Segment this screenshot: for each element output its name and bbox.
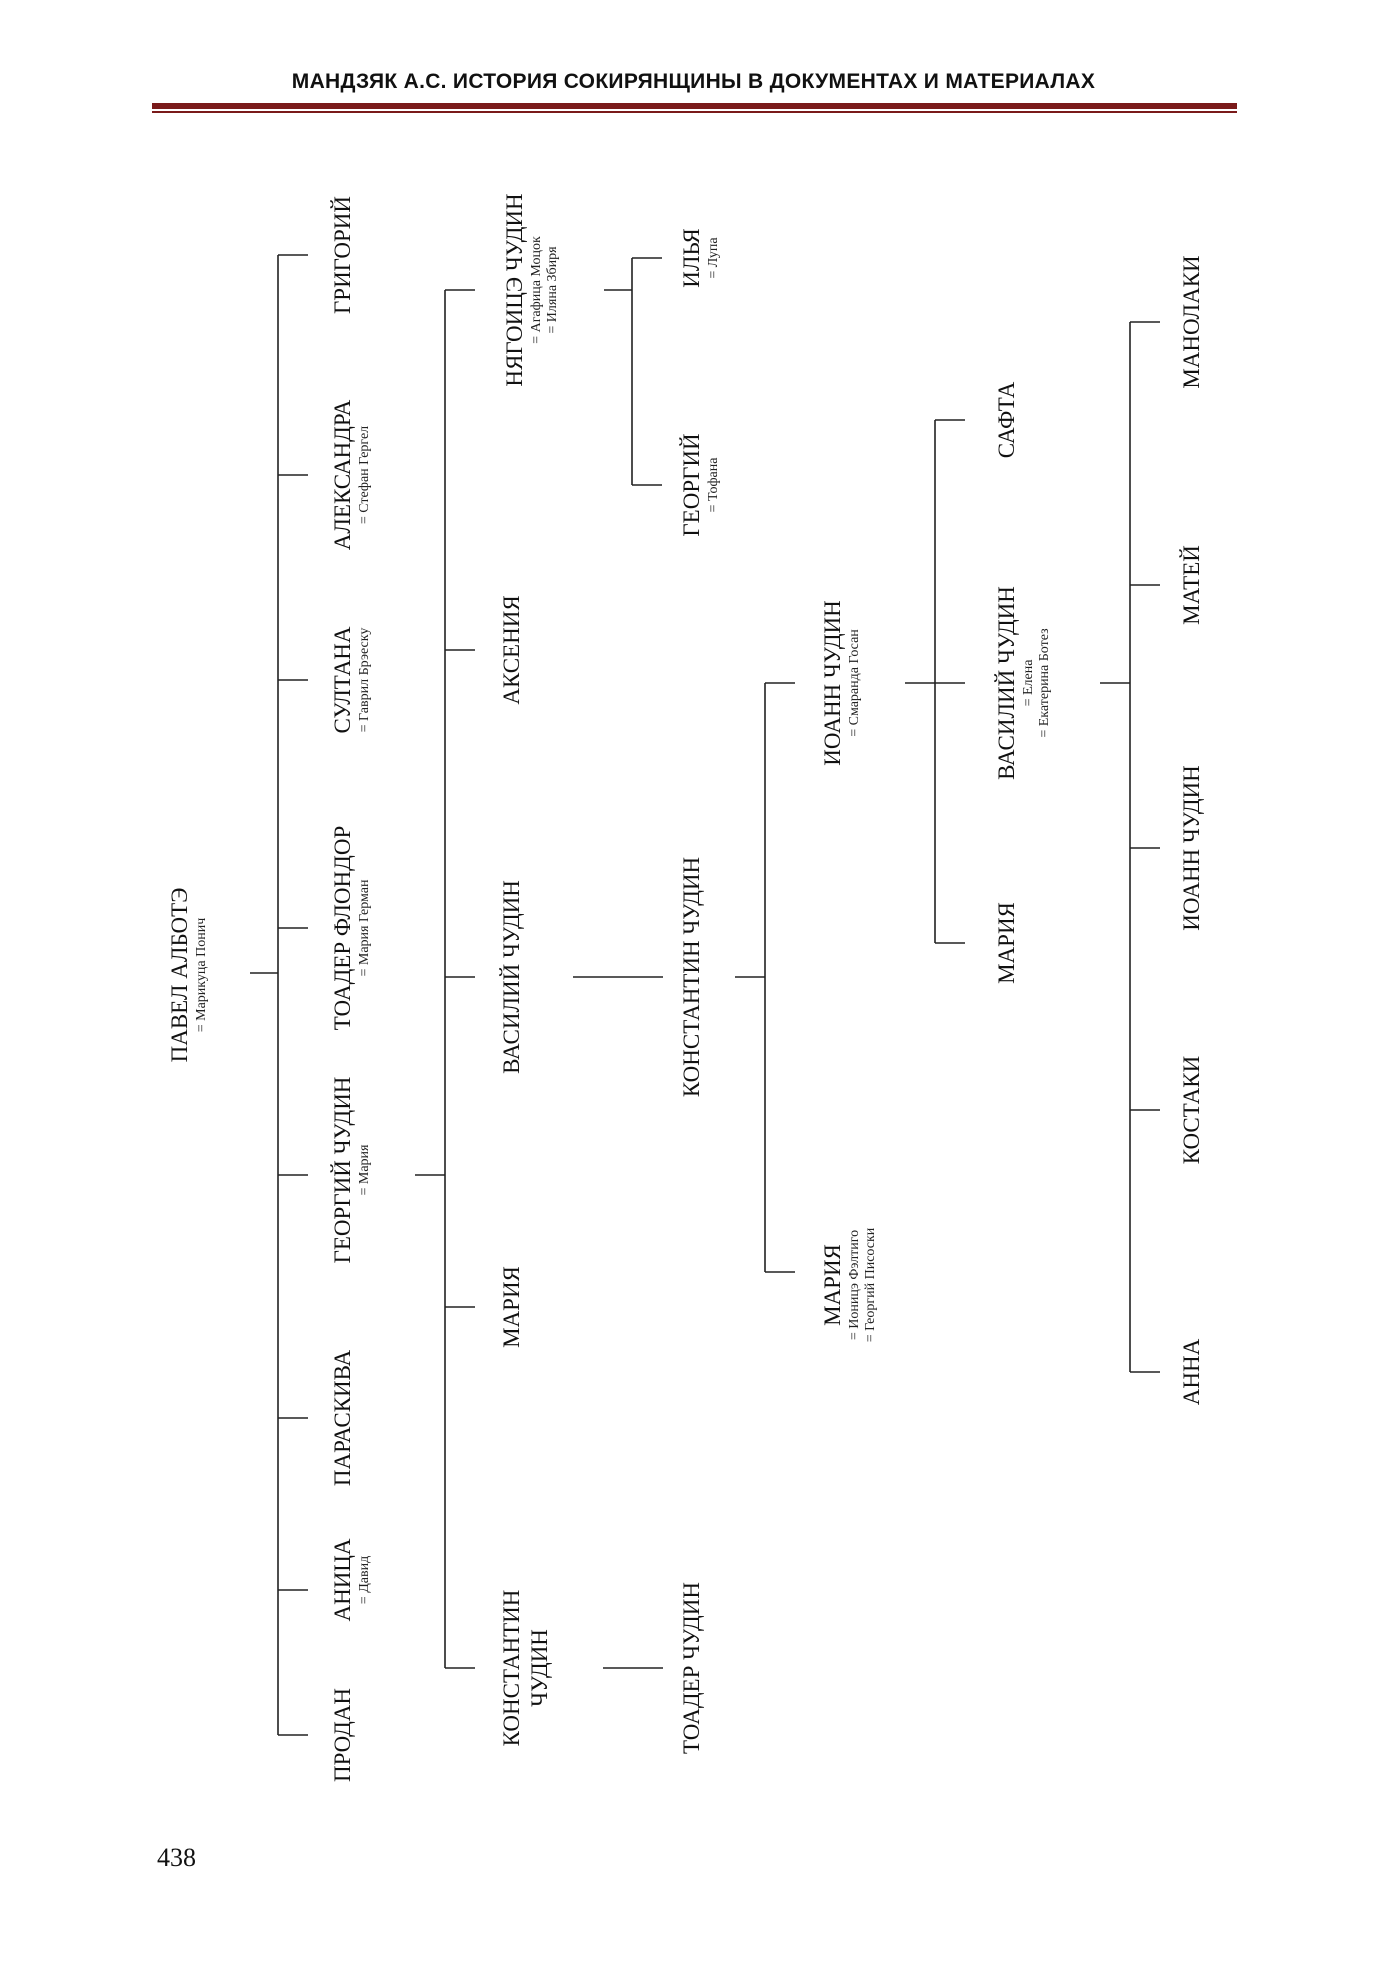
spouse-sultana: = Гаврил Брэеску (357, 628, 372, 733)
person-paraskiva: ПАРАСКИВА (330, 1349, 355, 1486)
name-anna: АННА (1179, 1338, 1204, 1405)
name-toader-chudin: ТОАДЕР ЧУДИН (679, 1582, 704, 1754)
name-ilya: ИЛЬЯ (679, 228, 704, 288)
name-aksenia: АКСЕНИЯ (499, 595, 524, 704)
spouse-vasiliy-g6-1: = Елена (1021, 659, 1036, 707)
name-aleksandra: АЛЕКСАНДРА (330, 399, 355, 550)
name-georgiy: ГЕОРГИЙ (679, 433, 704, 536)
page-number: 438 (157, 1843, 196, 1872)
name-nyagoitse-chudin: НЯГОИЦЭ ЧУДИН (502, 193, 527, 386)
name-manolaki: МАНОЛАКИ (1179, 255, 1204, 388)
person-toader-chudin: ТОАДЕР ЧУДИН (679, 1582, 704, 1754)
person-ioann-chudin-g7: ИОАНН ЧУДИН (1179, 765, 1204, 930)
person-grigoriy: ГРИГОРИЙ (330, 196, 355, 314)
spouse-maria-g5-2: = Георгий Писоски (863, 1227, 878, 1342)
spouse-nyagoitse-1: = Агафица Моцок (529, 236, 544, 344)
person-konstantin-chudin-g4: КОНСТАНТИН ЧУДИН (679, 857, 704, 1097)
spouse-aleksandra: = Стефан Гергел (357, 426, 372, 524)
name-vasiliy-chudin-g3: ВАСИЛИЙ ЧУДИН (499, 880, 524, 1074)
person-maria-g3: МАРИЯ (499, 1266, 524, 1348)
name-pavel-albote: ПАВЕЛ АЛБОТЭ (167, 888, 192, 1063)
spouse-nyagoitse-2: = Иляна Збиря (545, 246, 560, 334)
person-nyagoitse-chudin: НЯГОИЦЭ ЧУДИН = Агафица Моцок = Иляна Зб… (502, 193, 560, 386)
person-konstantin-chudin-g3: КОНСТАНТИН ЧУДИН (499, 1590, 552, 1747)
person-vasiliy-chudin-g6: ВАСИЛИЙ ЧУДИН = Елена = Екатерина Ботез (994, 586, 1052, 780)
person-ilya: ИЛЬЯ = Лупа (679, 228, 721, 288)
spouse-maria-g5-1: = Ионицэ Фэлтиго (847, 1230, 862, 1340)
person-manolaki: МАНОЛАКИ (1179, 255, 1204, 388)
person-ioann-chudin-g5: ИОАНН ЧУДИН = Смаранда Госан (820, 600, 862, 765)
person-georgiy-chudin: ГЕОРГИЙ ЧУДИН = Мария (330, 1077, 372, 1264)
name-toader-flondor: ТОАДЕР ФЛОНДОР (330, 826, 355, 1030)
person-anitsa: АНИЦА = Давид (330, 1538, 372, 1621)
name-konstantin-chudin-g4: КОНСТАНТИН ЧУДИН (679, 857, 704, 1097)
name-prodan: ПРОДАН (330, 1688, 355, 1782)
name-safta: САФТА (994, 381, 1019, 458)
name-grigoriy: ГРИГОРИЙ (330, 196, 355, 314)
person-aksenia: АКСЕНИЯ (499, 595, 524, 704)
spouse-ilya: = Лупа (706, 237, 721, 279)
name-matey: МАТЕЙ (1179, 545, 1204, 625)
name-maria-g6: МАРИЯ (994, 902, 1019, 984)
person-safta: САФТА (994, 381, 1019, 458)
spouse-georgiy: = Тофана (706, 457, 721, 513)
person-vasiliy-chudin-g3: ВАСИЛИЙ ЧУДИН (499, 880, 524, 1074)
person-sultana: СУЛТАНА = Гаврил Брэеску (330, 626, 372, 733)
person-maria-g5: МАРИЯ = Ионицэ Фэлтиго = Георгий Писоски (820, 1227, 878, 1342)
spouse-toader-flondor: = Мария Герман (357, 879, 372, 976)
person-pavel-albote: ПАВЕЛ АЛБОТЭ = Марикуца Понич (167, 888, 209, 1063)
person-georgiy: ГЕОРГИЙ = Тофана (679, 433, 721, 536)
name-georgiy-chudin: ГЕОРГИЙ ЧУДИН (330, 1077, 355, 1264)
person-anna: АННА (1179, 1338, 1204, 1405)
name-ioann-chudin-g5: ИОАНН ЧУДИН (820, 600, 845, 765)
spouse-pavel-albote: = Марикуца Понич (194, 918, 209, 1033)
name-paraskiva: ПАРАСКИВА (330, 1349, 355, 1486)
header-rule-thin (152, 111, 1237, 113)
person-kostaki: КОСТАКИ (1179, 1056, 1204, 1164)
spouse-ioann-g5: = Смаранда Госан (847, 629, 862, 737)
spouse-anitsa: = Давид (357, 1556, 372, 1604)
person-matey: МАТЕЙ (1179, 545, 1204, 625)
name-sultana: СУЛТАНА (330, 626, 355, 733)
name-konstantin-line1: КОНСТАНТИН (499, 1590, 524, 1747)
name-kostaki: КОСТАКИ (1179, 1056, 1204, 1164)
name-maria-g3: МАРИЯ (499, 1266, 524, 1348)
name-ioann-chudin-g7: ИОАНН ЧУДИН (1179, 765, 1204, 930)
name-maria-g5: МАРИЯ (820, 1244, 845, 1326)
name-vasiliy-chudin-g6: ВАСИЛИЙ ЧУДИН (994, 586, 1019, 780)
header-rule-thick (152, 103, 1237, 109)
person-toader-flondor: ТОАДЕР ФЛОНДОР = Мария Герман (330, 826, 372, 1030)
person-prodan: ПРОДАН (330, 1688, 355, 1782)
person-maria-g6: МАРИЯ (994, 902, 1019, 984)
running-header: МАНДЗЯК А.С. ИСТОРИЯ СОКИРЯНЩИНЫ В ДОКУМ… (291, 70, 1096, 93)
person-aleksandra: АЛЕКСАНДРА = Стефан Гергел (330, 399, 372, 550)
name-konstantin-line2: ЧУДИН (527, 1629, 552, 1707)
spouse-georgiy-chudin: = Мария (357, 1144, 372, 1196)
name-anitsa: АНИЦА (330, 1538, 355, 1621)
spouse-vasiliy-g6-2: = Екатерина Ботез (1037, 628, 1052, 738)
